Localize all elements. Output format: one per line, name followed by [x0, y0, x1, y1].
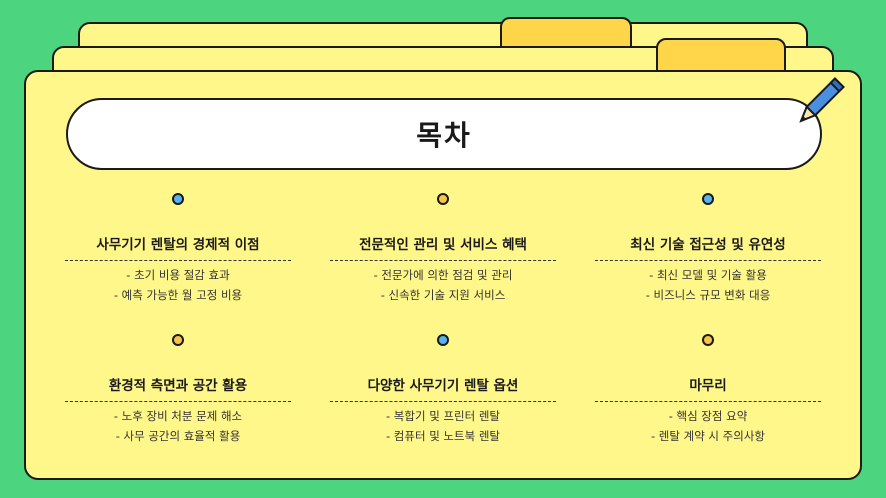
page-title: 목차 — [416, 119, 472, 152]
toc-item-title: 사무기기 렌탈의 경제적 이점 — [96, 237, 260, 253]
toc-item-5: 다양한 사무기기 렌탈 옵션 - 복합기 및 프린터 렌탈 - 컴퓨터 및 노트… — [329, 334, 557, 446]
toc-bullet: - 컴퓨터 및 노트북 렌탈 — [386, 429, 500, 443]
toc-bullet: - 전문가에 의한 점검 및 관리 — [373, 268, 513, 282]
toc-item-title: 마무리 — [689, 378, 727, 394]
dashed-divider — [595, 401, 821, 402]
bullet-dot-icon — [172, 334, 184, 346]
toc-bullet: - 초기 비용 절감 효과 — [126, 268, 230, 282]
toc-item-title: 다양한 사무기기 렌탈 옵션 — [367, 378, 519, 394]
toc-bullet: - 복합기 및 프린터 렌탈 — [386, 409, 500, 423]
toc-bullet: - 신속한 기술 지원 서비스 — [380, 288, 506, 302]
toc-item-title: 최신 기술 접근성 및 유연성 — [630, 237, 786, 253]
toc-item-3: 최신 기술 접근성 및 유연성 - 최신 모델 및 기술 활용 - 비즈니스 규… — [594, 193, 822, 305]
dashed-divider — [65, 260, 291, 261]
bullet-dot-icon — [437, 334, 449, 346]
toc-item-1: 사무기기 렌탈의 경제적 이점 - 초기 비용 절감 효과 - 예측 가능한 월… — [64, 193, 292, 305]
toc-bullet: - 예측 가능한 월 고정 비용 — [113, 288, 243, 302]
bullet-dot-icon — [702, 193, 714, 205]
toc-bullet: - 핵심 장점 요약 — [668, 409, 748, 423]
toc-bullet: - 최신 모델 및 기술 활용 — [649, 268, 767, 282]
toc-item-6: 마무리 - 핵심 장점 요약 - 렌탈 계약 시 주의사항 — [594, 334, 822, 446]
bullet-dot-icon — [437, 193, 449, 205]
toc-item-title: 환경적 측면과 공간 활용 — [108, 378, 248, 394]
title-banner: 목차 — [66, 98, 822, 170]
toc-item-title: 전문적인 관리 및 서비스 혜택 — [359, 237, 527, 253]
toc-bullet: - 렌탈 계약 시 주의사항 — [651, 429, 765, 443]
toc-item-4: 환경적 측면과 공간 활용 - 노후 장비 처분 문제 해소 - 사무 공간의 … — [64, 334, 292, 446]
dashed-divider — [330, 260, 556, 261]
bullet-dot-icon — [702, 334, 714, 346]
dashed-divider — [330, 401, 556, 402]
bullet-dot-icon — [172, 193, 184, 205]
toc-bullet: - 비즈니스 규모 변화 대응 — [645, 288, 771, 302]
toc-bullet: - 노후 장비 처분 문제 해소 — [113, 409, 243, 423]
toc-bullet: - 사무 공간의 효율적 활용 — [115, 429, 241, 443]
toc-item-2: 전문적인 관리 및 서비스 혜택 - 전문가에 의한 점검 및 관리 - 신속한… — [329, 193, 557, 305]
dashed-divider — [595, 260, 821, 261]
pencil-icon — [799, 77, 845, 123]
dashed-divider — [65, 401, 291, 402]
